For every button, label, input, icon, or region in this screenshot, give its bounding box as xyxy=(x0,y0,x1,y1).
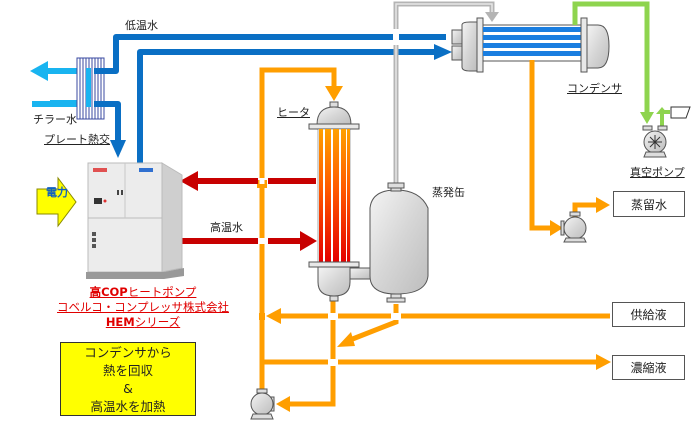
note-line-3: & xyxy=(123,381,133,396)
circulation-line-left xyxy=(259,67,337,400)
distillate-line xyxy=(529,60,552,231)
low-temp-water-line-down xyxy=(94,101,121,140)
heater xyxy=(308,101,360,302)
vacuum-pump-label: 真空ポンプ xyxy=(630,166,685,179)
steam-arrow xyxy=(485,12,499,22)
vacuum-exhaust-arrow xyxy=(656,107,668,114)
heat-recovery-note: コンデンサから 熱を回収 & 高温水を加熱 xyxy=(60,342,196,416)
plate-heat-exchanger xyxy=(76,57,105,120)
high-temp-water-out-arrow xyxy=(180,171,198,191)
circulation-pump-arrow xyxy=(276,396,290,412)
concentrate-arrow xyxy=(596,354,611,370)
high-temp-water-in-arrow xyxy=(300,231,317,251)
low-temp-water-label: 低温水 xyxy=(125,19,158,32)
power-arrow-icon xyxy=(36,176,77,228)
condenser-label: コンデンサ xyxy=(567,82,622,95)
feed-arrow xyxy=(266,308,281,324)
distillate-outlet-arrow xyxy=(596,197,610,213)
note-line-1: コンデンサから xyxy=(84,345,172,360)
heater-bottom-line xyxy=(286,298,336,407)
low-temp-water-line-return xyxy=(137,49,440,181)
maker-line-3: HEMシリーズ xyxy=(40,315,246,330)
chiller-water-out-line xyxy=(46,68,90,74)
low-temp-water-arrow-right xyxy=(434,44,452,60)
heater-evaporator-connector xyxy=(349,267,373,280)
heat-pump-maker-caption: 高COPヒートポンプ コベルコ・コンプレッサ株式会社 HEMシリーズ xyxy=(40,285,246,330)
evaporator-bottom-arrow xyxy=(337,332,355,347)
maker-line-3-rest: シリーズ xyxy=(134,315,181,329)
process-liquid-lines xyxy=(259,60,610,407)
condenser xyxy=(451,17,610,73)
low-temp-water-lines xyxy=(94,34,446,181)
note-line-4: 高温水を加熱 xyxy=(90,399,166,414)
plate-hx-label: プレート熱交 xyxy=(44,133,110,146)
maker-line-2: コベルコ・コンプレッサ株式会社 xyxy=(57,300,229,314)
distillate-pump xyxy=(560,211,587,243)
evaporator xyxy=(369,182,429,303)
maker-line-1-rest: ヒートポンプ xyxy=(127,285,197,299)
high-temp-water-label: 高温水 xyxy=(210,221,243,234)
circulation-pump xyxy=(250,388,275,420)
note-line-2: 熱を回収 xyxy=(102,363,153,378)
feed-liquid-box: 供給液 xyxy=(612,302,685,327)
power-label: 電力 xyxy=(46,186,68,199)
chiller-water-label: チラー水 xyxy=(33,113,77,126)
high-temp-water-lines xyxy=(180,171,317,251)
vacuum-pump xyxy=(642,125,668,158)
distillate-pump-inlet-arrow xyxy=(550,220,563,236)
chiller-water-out-arrow xyxy=(30,61,48,81)
maker-line-1-bold: 高COP xyxy=(89,285,128,299)
vacuum-exhaust-line xyxy=(660,110,670,126)
heat-pump-unit xyxy=(86,162,184,279)
evaporator-label: 蒸発缶 xyxy=(432,186,465,199)
exhaust-outlet-icon xyxy=(670,106,691,119)
concentrate-box: 濃縮液 xyxy=(612,355,685,380)
vacuum-line xyxy=(572,1,650,115)
vacuum-arrow xyxy=(640,112,654,124)
heater-inlet-arrow xyxy=(325,86,343,101)
chiller-water-in-line xyxy=(32,101,90,107)
distilled-water-box: 蒸留水 xyxy=(613,191,685,217)
low-temp-water-line-top xyxy=(94,34,446,74)
heater-label: ヒータ xyxy=(277,106,310,119)
evaporator-bottom-line xyxy=(349,304,399,343)
maker-line-1: 高COPヒートポンプ xyxy=(40,285,246,300)
low-temp-water-arrow-down xyxy=(110,140,126,158)
maker-line-3-bold: HEM xyxy=(105,315,135,329)
